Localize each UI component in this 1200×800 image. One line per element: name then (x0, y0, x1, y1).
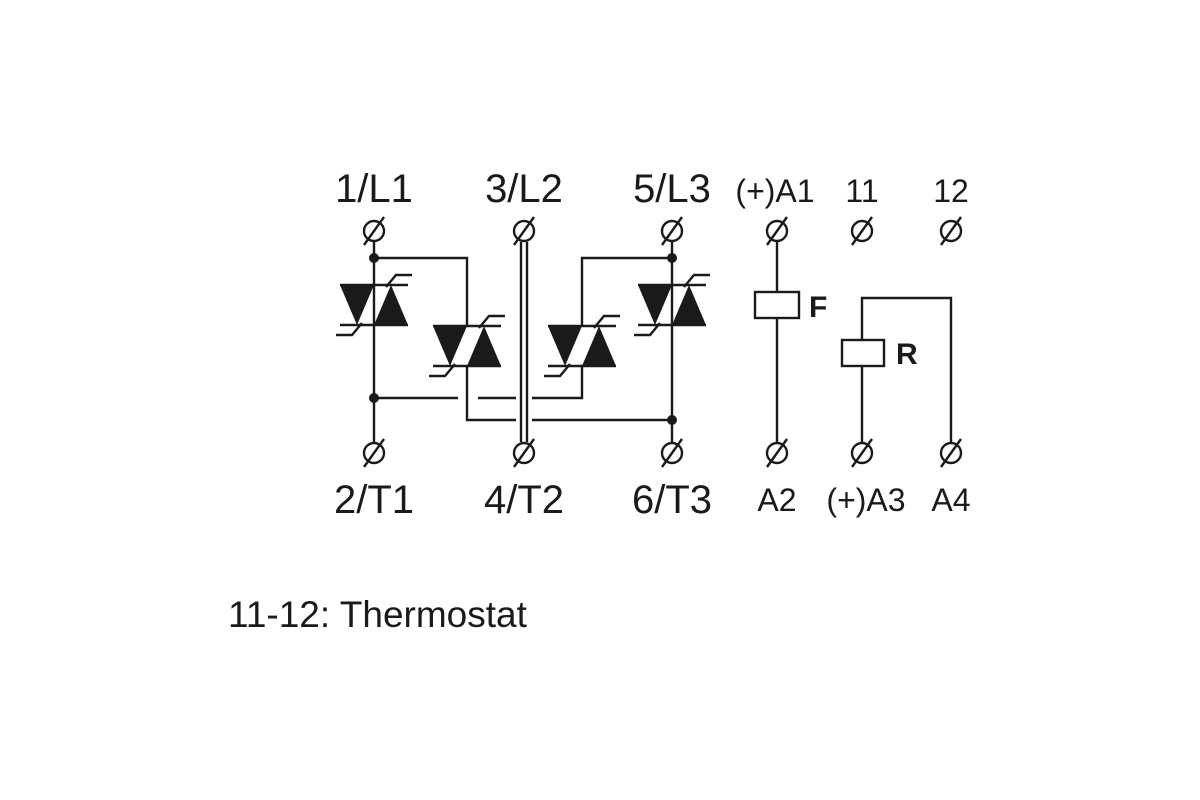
terminal-A2-icon (765, 438, 789, 468)
terminal-A1-icon (765, 216, 789, 246)
thyristor-4-icon (634, 273, 710, 337)
label-11: 11 (845, 173, 878, 209)
thyristor-3-icon (544, 314, 620, 378)
label-1-L1: 1/L1 (335, 167, 413, 211)
junction-dots (369, 253, 677, 425)
coil-f-icon (753, 290, 801, 320)
coil-r-icon (840, 338, 886, 368)
terminal-12-icon (939, 216, 963, 246)
label-A2: A2 (757, 482, 796, 518)
terminal-11-icon (850, 216, 874, 246)
label-4-T2: 4/T2 (484, 478, 564, 522)
coil-r-label: R (896, 338, 918, 371)
coil-f-label: F (809, 291, 827, 324)
label-A1: (+)A1 (735, 173, 814, 209)
terminal-T3-icon (660, 438, 684, 468)
terminal-L3-icon (660, 216, 684, 246)
terminal-T1-icon (362, 438, 386, 468)
label-2-T1: 2/T1 (334, 478, 414, 522)
coil-r: R (840, 296, 953, 442)
coil-f: F (753, 242, 827, 442)
terminal-L2-icon (512, 216, 536, 246)
thyristor-2-icon (429, 314, 505, 378)
terminal-L1-icon (362, 216, 386, 246)
label-12: 12 (933, 173, 969, 209)
label-A4: A4 (931, 482, 970, 518)
label-A3: (+)A3 (826, 482, 905, 518)
terminal-A4-icon (939, 438, 963, 468)
label-5-L3: 5/L3 (633, 167, 711, 211)
label-6-T3: 6/T3 (632, 478, 712, 522)
label-3-L2: 3/L2 (485, 167, 563, 211)
terminal-A3-icon (850, 438, 874, 468)
terminal-T2-icon (512, 438, 536, 468)
thermostat-legend: 11-12: Thermostat (228, 594, 527, 635)
phase-wiring (372, 242, 674, 442)
terminal-symbols (362, 216, 963, 468)
thyristor-1-icon (336, 273, 412, 337)
